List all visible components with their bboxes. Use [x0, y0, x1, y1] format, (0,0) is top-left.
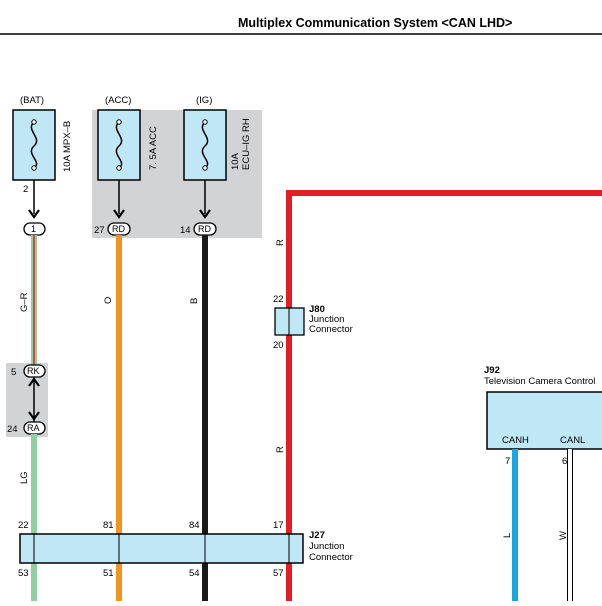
wire-label-lg: LG [19, 471, 30, 484]
fuse-ig [183, 109, 227, 181]
wire-label-w: W [558, 531, 569, 540]
acc-fuse-rating: 7. 5A ACC [148, 126, 159, 170]
j80-line1: Junction [309, 314, 344, 325]
j92-canh-pin: 7 [505, 456, 510, 467]
j27-bottom-pin: 51 [103, 568, 114, 579]
acc-connector-label: RD [112, 224, 125, 234]
chevron-down-icon [28, 209, 40, 219]
ig-connector-pin: 14 [180, 225, 191, 236]
j27-connector [19, 533, 304, 564]
j80-pin-bottom: 20 [273, 340, 284, 351]
bat-source-label: (BAT) [20, 95, 44, 106]
j27-top-pin: 81 [103, 520, 114, 531]
chevron-up-icon [28, 377, 40, 387]
j27-id: J27 [309, 530, 325, 541]
ig-source-label: (IG) [196, 95, 212, 106]
j92-canl-pin: 6 [562, 456, 567, 467]
rk-pin: 5 [11, 367, 16, 378]
bat-connector-pin: 1 [31, 224, 36, 234]
fuse-symbol-icon [115, 121, 123, 169]
wire-red [286, 190, 602, 601]
j80-id: J80 [309, 304, 325, 315]
wire-label-b: B [189, 298, 200, 304]
j92-id: J92 [484, 365, 500, 376]
j27-top-pin: 22 [18, 520, 29, 531]
j27-line1: Junction [309, 541, 344, 552]
j80-pin-top: 22 [273, 294, 284, 305]
j27-bottom-pin: 54 [189, 568, 200, 579]
fuse-bat [12, 109, 56, 181]
ra-label: RA [27, 423, 40, 433]
ra-pin: 24 [7, 424, 18, 435]
j80-line2: Connector [309, 324, 353, 335]
acc-source-label: (ACC) [105, 95, 131, 106]
j27-bottom-pin: 57 [273, 568, 284, 579]
j92-canl-label: CANL [560, 435, 585, 446]
acc-connector-pin: 27 [94, 225, 105, 236]
wire-label-g-r: G–R [19, 292, 30, 312]
chevron-down-icon [28, 411, 40, 421]
ig-connector-label: RD [198, 224, 211, 234]
bat-fuse-pin: 2 [23, 184, 28, 195]
j92-name: Television Camera Control [484, 376, 595, 387]
j27-line2: Connector [309, 552, 353, 563]
wire-label-r-upper: R [275, 239, 286, 246]
j92-canh-label: CANH [502, 435, 529, 446]
j27-top-pin: 84 [189, 520, 200, 531]
wire-label-o: O [103, 297, 114, 304]
wire-label-l: L [502, 533, 513, 538]
wire-label-r-lower: R [275, 446, 286, 453]
chevron-down-icon [199, 209, 211, 219]
chevron-down-icon [113, 209, 125, 219]
rk-label: RK [27, 366, 40, 376]
page-title: Multiplex Communication System <CAN LHD> [238, 16, 512, 30]
ig-fuse-rating-line2: ECU–IG RH [241, 118, 252, 170]
bat-fuse-rating: 10A MPX–B [62, 121, 73, 172]
fuse-symbol-icon [30, 121, 38, 169]
fuse-acc [97, 109, 141, 181]
j27-top-pin: 17 [273, 520, 284, 531]
j92-component [486, 391, 602, 450]
j27-bottom-pin: 53 [18, 568, 29, 579]
ig-fuse-rating-line1: 10A [230, 152, 241, 170]
fuse-symbol-icon [201, 121, 209, 169]
